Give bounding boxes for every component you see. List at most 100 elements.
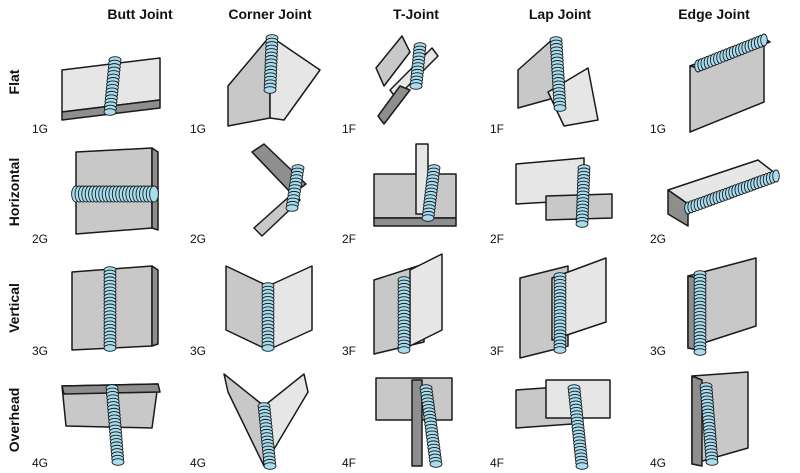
cell-vertical-tee: 3F <box>340 250 490 360</box>
cell-horizontal-corner: 2G <box>188 138 338 248</box>
column-header-lap-joint: Lap Joint <box>528 6 592 22</box>
weld-bead-segment <box>263 86 277 94</box>
weld-bead-segment <box>409 82 423 90</box>
column-header-t-joint: T-Joint <box>393 6 439 22</box>
edge-joint-vertical-figure <box>687 257 757 356</box>
weld-bead-segment <box>429 460 443 468</box>
weld-bead-segment <box>103 344 117 352</box>
edge-joint-horizontal-figure <box>667 159 780 227</box>
cell-overhead-lap: 4F <box>488 362 638 472</box>
position-code: 4G <box>190 456 207 470</box>
weld-bead-segment <box>397 346 411 354</box>
cell-overhead-tee: 4F <box>340 362 490 472</box>
position-code: 4F <box>342 456 357 470</box>
cell-flat-tee: 1F <box>340 28 490 138</box>
cell-overhead-corner: 4G <box>188 362 338 472</box>
position-code: 1F <box>342 122 357 136</box>
lap-joint-vertical-figure <box>519 257 607 359</box>
row-header-horizontal: Horizontal <box>6 157 22 227</box>
cell-flat-edge: 1G <box>648 28 798 138</box>
row-header-flat: Flat <box>6 69 22 95</box>
tee-joint-overhead-figure <box>375 377 453 468</box>
corner-joint-horizontal-figure <box>251 143 307 237</box>
weld-bead-segment <box>575 220 589 228</box>
column-header-butt-joint: Butt Joint <box>107 6 173 22</box>
weld-bead-segment <box>553 104 567 112</box>
weld-bead-segment <box>111 458 125 466</box>
weld-bead-segment <box>772 169 780 183</box>
weld-bead-segment <box>760 33 768 47</box>
lap-joint-flat-figure <box>517 36 599 127</box>
plate-stem <box>411 379 423 467</box>
cell-overhead-butt: 4G <box>30 362 180 472</box>
butt-joint-vertical-figure <box>71 265 159 352</box>
butt-joint-horizontal-figure <box>71 147 159 235</box>
plate-side <box>667 189 689 227</box>
position-code: 2F <box>490 232 505 246</box>
position-code: 2F <box>342 232 357 246</box>
tee-joint-horizontal-figure <box>373 143 457 227</box>
plate-base <box>373 173 457 219</box>
weld-bead-segment <box>149 185 159 203</box>
weld-bead-segment <box>553 346 567 354</box>
weld-bead-segment <box>285 204 299 212</box>
corner-joint-overhead-figure <box>223 373 309 470</box>
plate-edge <box>373 217 457 227</box>
cell-vertical-edge: 3G <box>648 250 798 360</box>
corner-joint-vertical-figure <box>225 265 313 352</box>
position-code: 2G <box>650 232 667 246</box>
position-code: 4G <box>32 456 49 470</box>
position-code: 3G <box>650 344 667 358</box>
weld-bead-segment <box>263 462 277 470</box>
cell-horizontal-tee: 2F <box>340 138 490 248</box>
position-code: 3F <box>490 344 505 358</box>
weld-bead-segment <box>261 344 275 352</box>
position-code: 2G <box>32 232 49 246</box>
row-header-vertical: Vertical <box>6 283 22 333</box>
plate-side <box>691 375 703 467</box>
position-code: 2G <box>190 232 207 246</box>
weld-bead-segment <box>705 458 719 466</box>
cell-horizontal-lap: 2F <box>488 138 638 248</box>
corner-joint-flat-figure <box>227 34 321 127</box>
tee-joint-vertical-figure <box>373 253 443 355</box>
plate-left <box>223 373 265 467</box>
weld-bead-segment <box>103 108 117 116</box>
cell-overhead-edge: 4G <box>648 362 798 472</box>
plate-stem <box>409 253 443 347</box>
plate-upper <box>517 37 555 109</box>
position-code: 3G <box>190 344 207 358</box>
weld-bead-segment <box>693 348 707 356</box>
plate-right <box>267 265 313 351</box>
tee-joint-flat-figure <box>375 35 439 125</box>
cell-flat-butt: 1G <box>30 28 180 138</box>
position-code: 1G <box>650 122 667 136</box>
lap-joint-overhead-figure <box>515 379 611 470</box>
position-code: 4G <box>650 456 667 470</box>
plate-leg <box>377 85 411 125</box>
cell-flat-corner: 1G <box>188 28 338 138</box>
cell-vertical-butt: 3G <box>30 250 180 360</box>
column-header-edge-joint: Edge Joint <box>678 6 750 22</box>
butt-joint-flat-figure <box>61 56 161 121</box>
cell-flat-lap: 1F <box>488 28 638 138</box>
butt-joint-overhead-figure <box>61 383 161 466</box>
cell-horizontal-edge: 2G <box>648 138 798 248</box>
plate-stem <box>375 35 411 87</box>
cell-horizontal-butt: 2G <box>30 138 180 248</box>
plate-left <box>227 35 271 127</box>
cell-vertical-corner: 3G <box>188 250 338 360</box>
row-header-overhead: Overhead <box>6 387 22 453</box>
weld-bead-segment <box>421 214 435 222</box>
position-code: 1F <box>490 122 505 136</box>
position-code: 1G <box>190 122 207 136</box>
edge-joint-flat-figure <box>689 33 771 133</box>
lap-joint-horizontal-figure <box>515 157 613 228</box>
position-code: 3F <box>342 344 357 358</box>
column-header-corner-joint: Corner Joint <box>228 6 312 22</box>
position-code: 4F <box>490 456 505 470</box>
edge-joint-overhead-figure <box>691 371 749 467</box>
position-code: 1G <box>32 122 49 136</box>
position-code: 3G <box>32 344 49 358</box>
